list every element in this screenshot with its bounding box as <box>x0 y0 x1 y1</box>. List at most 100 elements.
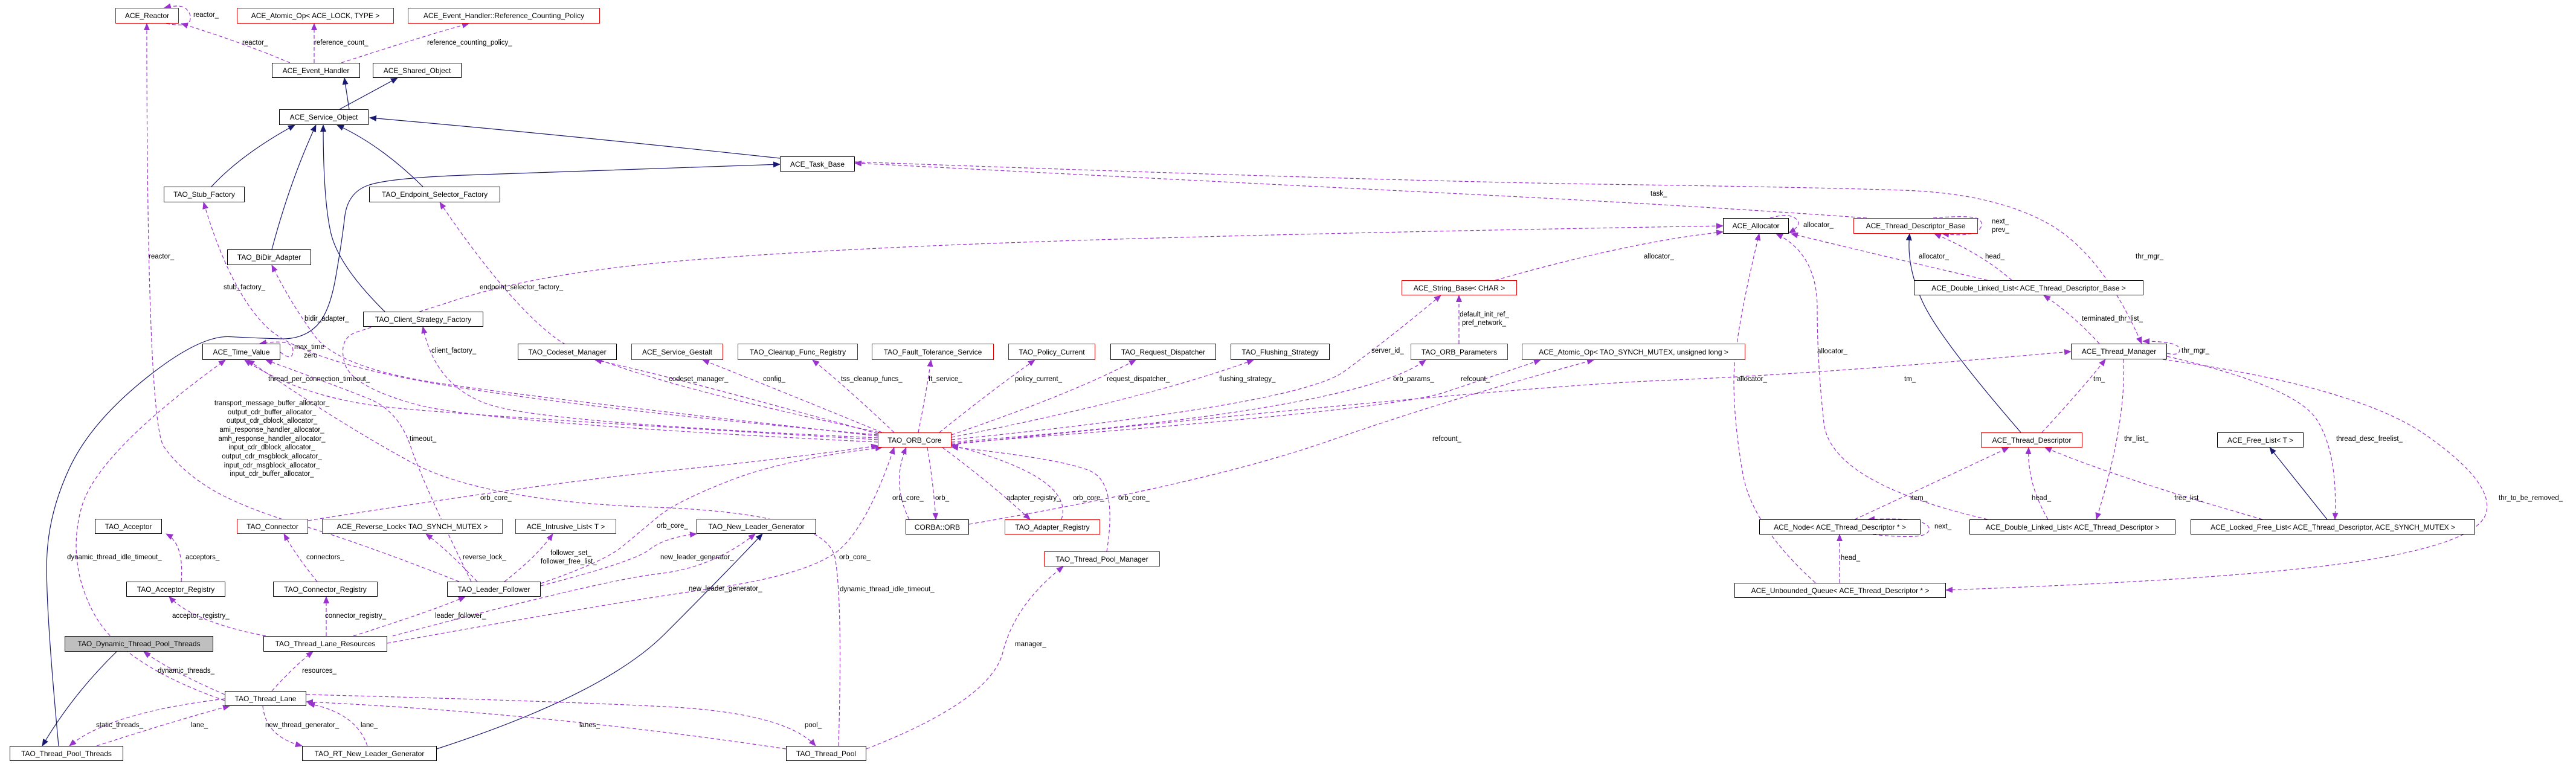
edge-label: leader_follower_ <box>435 612 486 620</box>
class-node-ace-double-linked-list-ace-thread-descriptor[interactable]: ACE_Double_Linked_List< ACE_Thread_Descr… <box>1969 519 2175 534</box>
edge-label: adapter_registry_ <box>1006 495 1061 502</box>
edge-label: reverse_lock_ <box>463 554 506 561</box>
usage-edge-tao-orb-core-to-tao-client-strategy-factory <box>421 326 878 438</box>
class-node-ace-reactor[interactable]: ACE_Reactor <box>115 8 179 24</box>
class-node-tao-fault-tolerance-service[interactable]: TAO_Fault_Tolerance_Service <box>872 344 994 360</box>
class-node-label: TAO_ORB_Core <box>887 435 942 445</box>
class-node-label: ACE_Event_Handler <box>282 66 350 75</box>
class-node-ace-double-linked-list-ace-thread-descriptor-base[interactable]: ACE_Double_Linked_List< ACE_Thread_Descr… <box>1914 280 2143 295</box>
inheritance-edge-tao-endpoint-selector-factory-to-ace-service-object <box>336 124 423 187</box>
class-node-label: ACE_Shared_Object <box>383 66 451 75</box>
class-node-ace-allocator[interactable]: ACE_Allocator <box>1723 218 1789 234</box>
class-node-tao-flushing-strategy[interactable]: TAO_Flushing_Strategy <box>1231 344 1330 360</box>
edge-label: config_ <box>763 376 786 383</box>
class-node-tao-thread-lane-resources[interactable]: TAO_Thread_Lane_Resources <box>263 636 387 652</box>
class-node-label: TAO_Endpoint_Selector_Factory <box>381 190 488 199</box>
usage-edge-tao-orb-core-to-tao-fault-tolerance-service <box>918 359 933 433</box>
class-node-label: ACE_Task_Base <box>790 159 845 169</box>
class-node-tao-orb-parameters[interactable]: TAO_ORB_Parameters <box>1411 344 1508 360</box>
inheritance-edge-ace-task-base-to-ace-service-object <box>369 115 781 159</box>
class-node-tao-rt-new-leader-generator[interactable]: TAO_RT_New_Leader_Generator <box>302 746 437 761</box>
class-node-tao-thread-pool-threads[interactable]: TAO_Thread_Pool_Threads <box>10 746 123 761</box>
class-node-corba-orb[interactable]: CORBA::ORB <box>906 519 969 534</box>
edge-label: refcount_ <box>1432 435 1461 443</box>
class-node-tao-cleanup-func-registry[interactable]: TAO_Cleanup_Func_Registry <box>738 344 858 360</box>
edge-label: input_cdr_msgblock_allocator_ <box>224 462 320 469</box>
edge-label: head_ <box>1985 253 2004 260</box>
usage-edge-tao-leader-follower-to-tao-orb-core <box>540 445 883 584</box>
class-node-ace-node-ace-thread-descriptor[interactable]: ACE_Node< ACE_Thread_Descriptor * > <box>1759 519 1921 534</box>
edge-label: server_id_ <box>1371 347 1404 355</box>
usage-edge-tao-orb-core-to-tao-endpoint-selector-factory <box>439 202 880 433</box>
class-node-tao-stub-factory[interactable]: TAO_Stub_Factory <box>164 187 245 202</box>
class-node-ace-time-value[interactable]: ACE_Time_Value <box>202 344 280 360</box>
usage-edge-tao-orb-core-to-tao-request-dispatcher <box>951 359 1136 435</box>
class-node-tao-thread-pool[interactable]: TAO_Thread_Pool <box>786 746 866 761</box>
class-node-tao-leader-follower[interactable]: TAO_Leader_Follower <box>447 582 541 597</box>
class-node-tao-adapter-registry[interactable]: TAO_Adapter_Registry <box>1005 519 1100 534</box>
edge-label: output_cdr_buffer_allocator_ <box>227 409 317 416</box>
class-node-label: TAO_Connector_Registry <box>284 585 367 594</box>
usage-edge-tao-orb-core-to-tao-flushing-strategy <box>951 359 1254 438</box>
class-node-ace-event-handler[interactable]: ACE_Event_Handler <box>272 63 360 78</box>
class-node-ace-locked-free-list-ace-thread-descriptor-ace-synch-mutex[interactable]: ACE_Locked_Free_List< ACE_Thread_Descrip… <box>2191 519 2475 534</box>
usage-edge-tao-adapter-registry-to-tao-orb-core <box>951 443 1063 520</box>
usage-edge-tao-orb-core-to-ace-thread-manager <box>951 348 2072 445</box>
class-node-tao-thread-lane[interactable]: TAO_Thread_Lane <box>225 691 306 706</box>
class-node-tao-endpoint-selector-factory[interactable]: TAO_Endpoint_Selector_Factory <box>369 187 500 202</box>
class-node-ace-unbounded-queue-ace-thread-descriptor[interactable]: ACE_Unbounded_Queue< ACE_Thread_Descript… <box>1734 583 1946 598</box>
class-node-tao-codeset-manager[interactable]: TAO_Codeset_Manager <box>518 344 617 360</box>
inheritance-edge-ace-service-object-to-ace-shared-object <box>339 77 398 110</box>
edge-label: head_ <box>1841 554 1860 562</box>
class-node-tao-thread-pool-manager[interactable]: TAO_Thread_Pool_Manager <box>1044 551 1160 567</box>
usage-edge-tao-thread-lane-to-tao-rt-new-leader-generator <box>262 705 303 748</box>
class-node-label: ACE_Double_Linked_List< ACE_Thread_Descr… <box>1931 283 2126 292</box>
class-node-label: TAO_Acceptor <box>105 522 152 531</box>
usage-edge-corba-orb-to-tao-orb-core <box>899 447 910 520</box>
usage-edge-tao-orb-core-to-tao-stub-factory <box>202 202 878 435</box>
usage-edge-tao-leader-follower-to-ace-intrusive-list-t <box>504 533 553 582</box>
class-node-tao-acceptor-registry[interactable]: TAO_Acceptor_Registry <box>126 582 225 597</box>
class-node-ace-event-handler-reference-counting-policy[interactable]: ACE_Event_Handler::Reference_Counting_Po… <box>408 8 600 24</box>
usage-edge-ace-node-ace-thread-descriptor-to-ace-thread-descriptor <box>1854 447 2009 520</box>
class-node-tao-connector-registry[interactable]: TAO_Connector_Registry <box>273 582 378 597</box>
inheritance-edge-tao-bidir-adapter-to-ace-service-object <box>271 124 317 250</box>
class-node-ace-thread-descriptor-base[interactable]: ACE_Thread_Descriptor_Base <box>1853 218 1978 234</box>
class-node-label: ACE_Double_Linked_List< ACE_Thread_Descr… <box>1985 522 2160 531</box>
class-node-ace-atomic-op-tao-synch-mutex-unsigned-long[interactable]: ACE_Atomic_Op< TAO_SYNCH_MUTEX, unsigned… <box>1522 344 1745 360</box>
class-node-tao-policy-current[interactable]: TAO_Policy_Current <box>1008 344 1095 360</box>
class-node-ace-shared-object[interactable]: ACE_Shared_Object <box>373 63 462 78</box>
edge-label: orb_ <box>935 495 950 502</box>
class-node-label: TAO_Codeset_Manager <box>528 347 607 356</box>
class-node-ace-reverse-lock-tao-synch-mutex[interactable]: ACE_Reverse_Lock< TAO_SYNCH_MUTEX > <box>322 519 503 534</box>
class-node-ace-atomic-op-ace-lock-type[interactable]: ACE_Atomic_Op< ACE_LOCK, TYPE > <box>237 8 394 24</box>
class-node-label: ACE_Service_Gestalt <box>642 347 713 356</box>
edge-label: stub_factory_ <box>224 284 266 291</box>
class-node-tao-orb-core[interactable]: TAO_ORB_Core <box>878 432 952 448</box>
edge-label: output_cdr_msgblock_allocator_ <box>222 453 322 460</box>
usage-edge-tao-thread-lane-resources-to-tao-orb-core <box>387 447 895 644</box>
class-node-tao-bidir-adapter[interactable]: TAO_BiDir_Adapter <box>227 249 311 265</box>
usage-edge-tao-connector-to-tao-orb-core <box>308 443 878 521</box>
class-node-tao-request-dispatcher[interactable]: TAO_Request_Dispatcher <box>1110 344 1216 360</box>
class-node-ace-task-base[interactable]: ACE_Task_Base <box>780 156 855 172</box>
class-node-tao-acceptor[interactable]: TAO_Acceptor <box>95 519 162 534</box>
class-node-label: ACE_Time_Value <box>213 347 270 356</box>
usage-edge-tao-thread-pool-to-ace-time-value <box>247 359 841 746</box>
class-node-ace-service-gestalt[interactable]: ACE_Service_Gestalt <box>631 344 723 360</box>
class-node-ace-service-object[interactable]: ACE_Service_Object <box>279 109 369 125</box>
class-node-ace-string-base-char[interactable]: ACE_String_Base< CHAR > <box>1402 280 1517 295</box>
class-node-ace-free-list-t[interactable]: ACE_Free_List< T > <box>2217 432 2304 448</box>
class-node-tao-client-strategy-factory[interactable]: TAO_Client_Strategy_Factory <box>363 312 483 327</box>
edge-label: thr_list_ <box>2124 435 2149 443</box>
usage-edge-ace-string-base-char-to-ace-allocator <box>1495 230 1724 281</box>
usage-edge-tao-leader-follower-to-tao-new-leader-generator <box>540 531 697 586</box>
class-node-ace-thread-manager[interactable]: ACE_Thread_Manager <box>2071 344 2167 359</box>
class-node-tao-new-leader-generator[interactable]: TAO_New_Leader_Generator <box>697 519 816 534</box>
class-node-ace-thread-descriptor[interactable]: ACE_Thread_Descriptor <box>1981 432 2082 448</box>
class-node-label: ACE_Locked_Free_List< ACE_Thread_Descrip… <box>2211 522 2455 531</box>
edge-label: flushing_strategy_ <box>1219 376 1276 383</box>
class-node-tao-connector[interactable]: TAO_Connector <box>237 519 308 534</box>
class-node-ace-intrusive-list-t[interactable]: ACE_Intrusive_List< T > <box>515 519 616 534</box>
